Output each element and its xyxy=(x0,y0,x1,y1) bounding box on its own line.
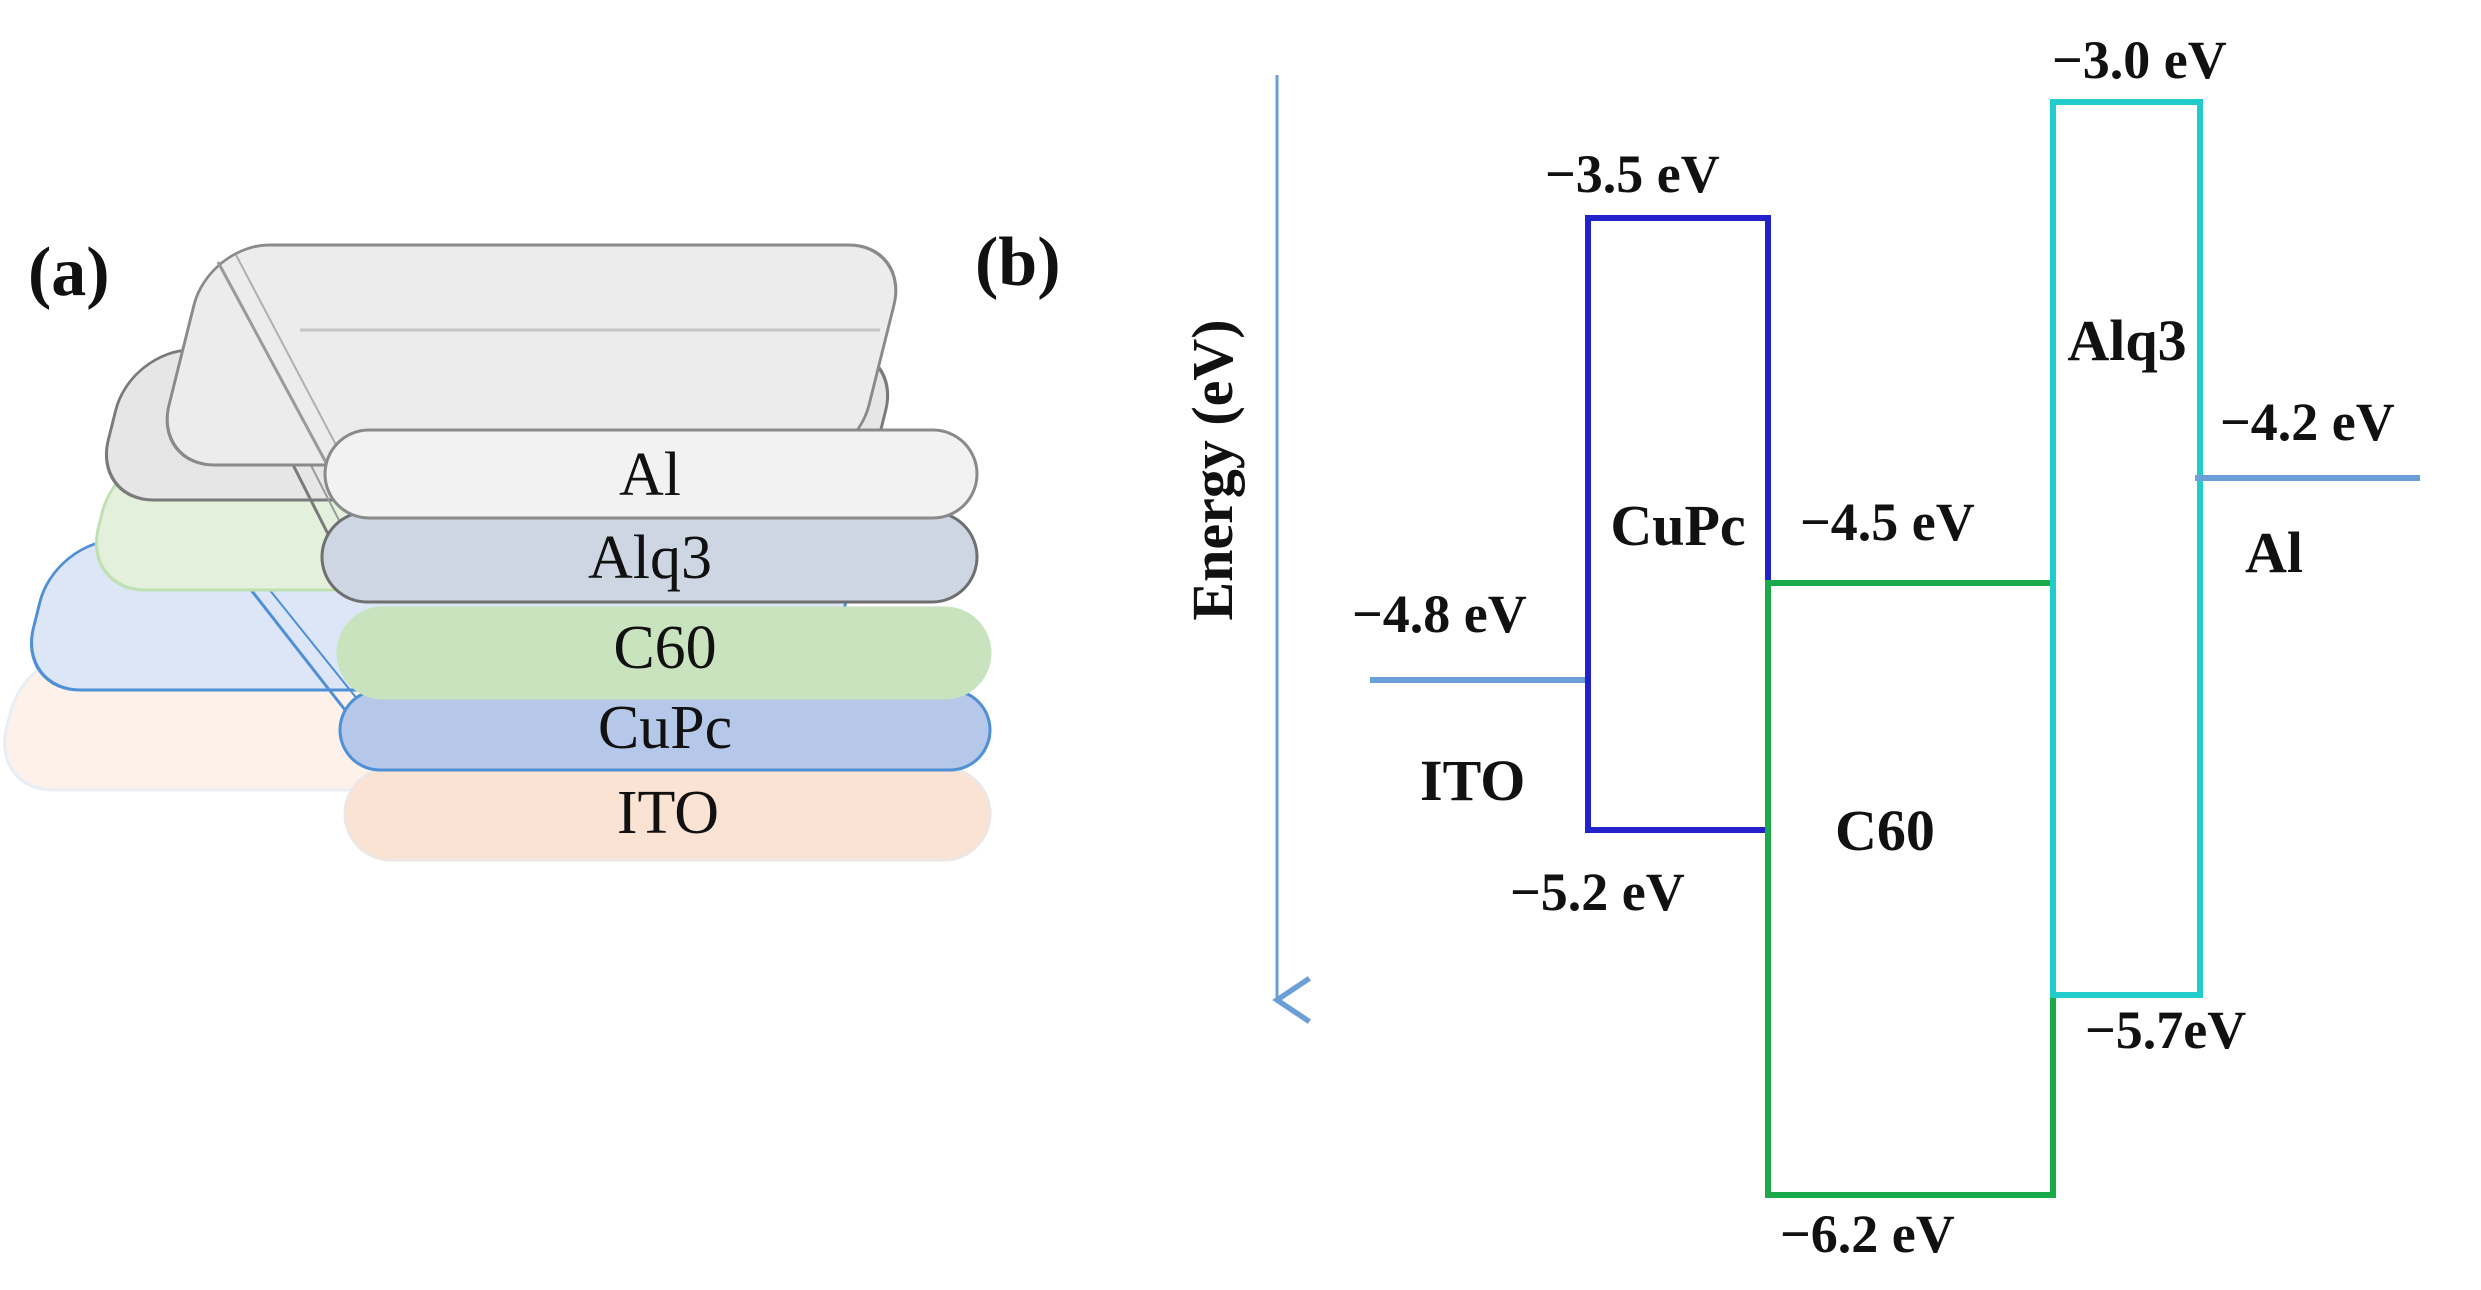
c60-top-label: −4.5 eV xyxy=(1800,492,1975,552)
panel-b-label: (b) xyxy=(975,224,1061,301)
cupc-box xyxy=(1585,215,1771,833)
energy-axis-label: Energy (eV) xyxy=(1180,319,1245,620)
layer-alq3-label: Alq3 xyxy=(588,524,712,592)
c60-box xyxy=(1765,580,2056,1198)
alq3-box xyxy=(2050,99,2203,998)
ito-level-label: −4.8 eV xyxy=(1352,584,1527,644)
panel-a-label: (a) xyxy=(28,234,110,311)
layer-ito-label: ITO xyxy=(617,779,719,847)
c60-bottom-label: −6.2 eV xyxy=(1780,1204,1955,1264)
cupc-bottom-label: −5.2 eV xyxy=(1510,862,1685,922)
layer-c60-label: C60 xyxy=(613,614,716,682)
layer-al: Al xyxy=(165,243,979,520)
layer-al-label: Al xyxy=(619,441,681,509)
alq3-top-label: −3.0 eV xyxy=(2052,30,2227,90)
al-name: Al xyxy=(2245,520,2303,585)
cupc-name: CuPc xyxy=(1610,493,1745,558)
cupc-top-label: −3.5 eV xyxy=(1545,144,1720,204)
ito-name: ITO xyxy=(1420,748,1525,813)
layer-stack: ITO CuPc C60 Alq3 xyxy=(3,243,992,862)
al-level-label: −4.2 eV xyxy=(2220,392,2395,452)
layer-cupc-label: CuPc xyxy=(598,694,732,762)
c60-name: C60 xyxy=(1835,798,1935,863)
alq3-bottom-label: −5.7eV xyxy=(2085,1000,2246,1060)
alq3-name: Alq3 xyxy=(2067,308,2186,373)
